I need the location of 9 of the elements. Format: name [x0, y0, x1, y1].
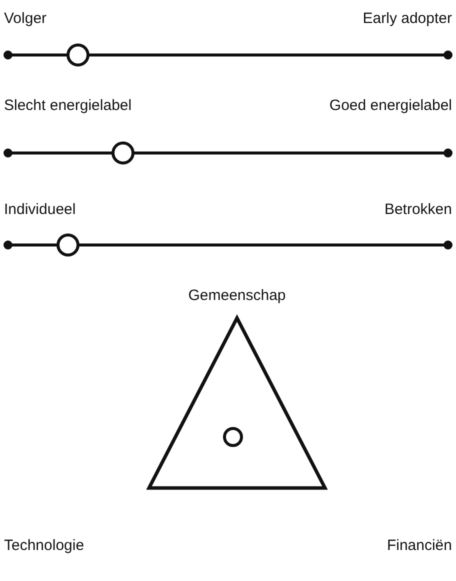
corner-label: Technologie [4, 537, 84, 555]
corner-label: Financiën [386, 537, 452, 555]
scale-label: Volger [4, 10, 47, 28]
scale-label: Individueel [4, 201, 76, 219]
scale-label: Goed energielabel [329, 97, 452, 115]
corner-label: Gemeenschap [188, 287, 286, 305]
scale-label: Slecht energielabel [4, 97, 132, 115]
scale-label: Betrokken [384, 201, 452, 219]
scale-label: Early adopter [362, 10, 452, 28]
